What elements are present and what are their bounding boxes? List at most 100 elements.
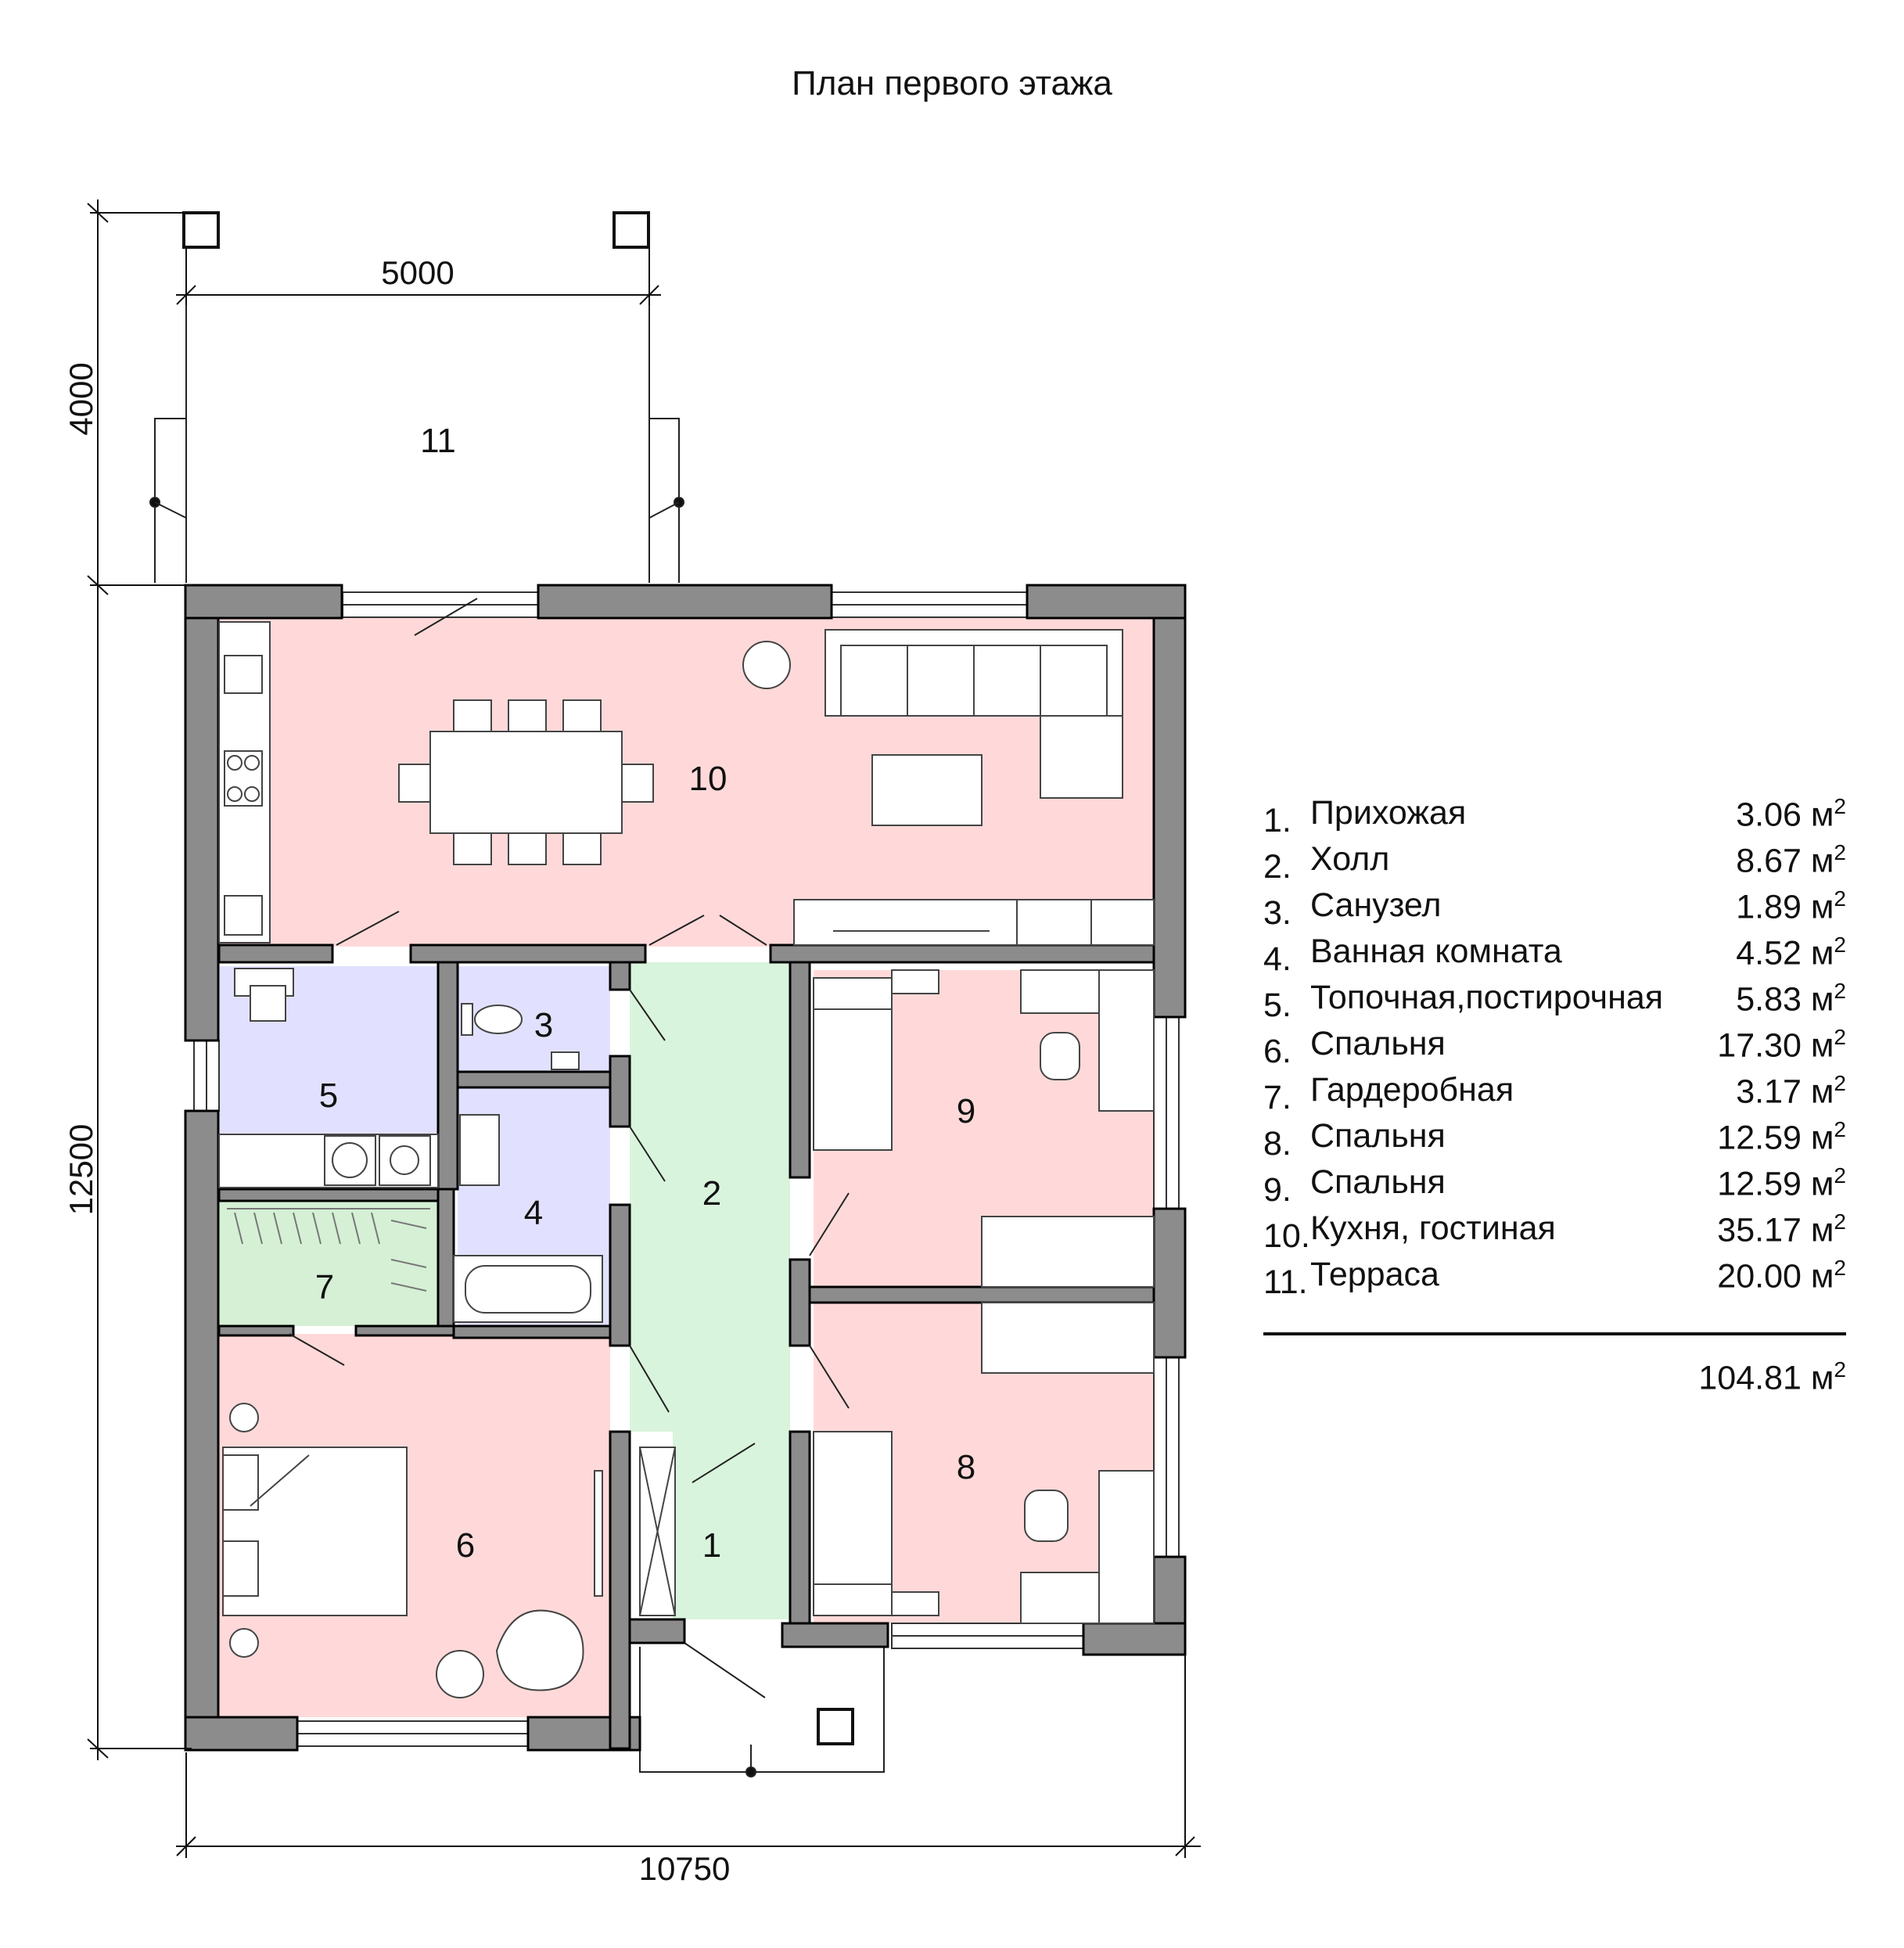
walls <box>184 584 1187 1752</box>
wall-svc-v2 <box>436 1188 455 1332</box>
legend-area: 35.17 м2 <box>1717 1209 1846 1249</box>
wall-wardrobe-r <box>354 1324 455 1337</box>
porch-post <box>817 1708 854 1745</box>
legend-name: Гардеробная <box>1310 1071 1514 1109</box>
wall-entry-stub-right <box>781 1622 889 1648</box>
terrace <box>149 211 684 583</box>
legend-area: 3.17 м2 <box>1736 1071 1846 1111</box>
wall-kitchen-left <box>217 943 334 964</box>
legend-num: 3. <box>1263 894 1291 932</box>
legend-name: Кухня, гостиная <box>1310 1209 1556 1247</box>
legend-name: Спальня <box>1310 1117 1446 1155</box>
room-1-fill <box>673 1432 790 1619</box>
legend-row: 2. Холл 8.67 м2 <box>1263 840 1846 886</box>
legend-area: 12.59 м2 <box>1717 1163 1846 1203</box>
legend-row: 5. Топочная,постирочная 5.83 м2 <box>1263 979 1846 1025</box>
wall-wardrobe-l <box>217 1324 295 1337</box>
legend-divider <box>1263 1332 1846 1335</box>
legend-area: 3.06 м2 <box>1736 794 1846 834</box>
room-label-2: 2 <box>702 1174 721 1213</box>
wall-left-lower <box>184 1109 220 1750</box>
legend-area: 1.89 м2 <box>1736 886 1846 926</box>
legend-name: Топочная,постирочная <box>1310 979 1664 1016</box>
wall-hall-right-2 <box>789 1258 811 1347</box>
legend-area: 5.83 м2 <box>1736 979 1846 1019</box>
legend-num: 5. <box>1263 987 1291 1024</box>
legend-row: 1. Прихожая 3.06 м2 <box>1263 794 1846 840</box>
dimension-lines <box>87 199 1201 1858</box>
legend-row: 11.Терраса 20.00 м2 <box>1263 1256 1846 1302</box>
wall-kitchen-mid <box>409 943 647 964</box>
wall-svc-h3 <box>452 1324 612 1339</box>
legend-area: 20.00 м2 <box>1717 1256 1846 1296</box>
dim-terrace-depth: 4000 <box>63 362 99 435</box>
wall-kitchen-right <box>769 943 1155 964</box>
room-label-10: 10 <box>689 760 727 798</box>
room-legend: 1. Прихожая 3.06 м2 2. Холл 8.67 м2 3. Санузе… <box>1263 794 1846 1302</box>
legend-row: 9. Спальня 12.59 м2 <box>1263 1163 1846 1209</box>
wall-top-left <box>184 584 343 620</box>
wall-bottom-left <box>184 1716 299 1752</box>
windows <box>193 591 1180 1747</box>
room-label-1: 1 <box>702 1526 721 1565</box>
legend-num: 7. <box>1263 1079 1291 1116</box>
entrance-porch <box>639 1642 885 1777</box>
legend-name: Терраса <box>1310 1256 1439 1293</box>
room-label-6: 6 <box>456 1526 475 1565</box>
wall-left-upper <box>184 616 220 1042</box>
legend-name: Спальня <box>1310 1163 1446 1201</box>
wall-svc-v1 <box>436 961 459 1191</box>
terrace-post-right <box>613 211 650 249</box>
legend-num: 11. <box>1263 1263 1308 1301</box>
room-label-11: 11 <box>420 422 456 460</box>
legend-num: 9. <box>1263 1171 1291 1209</box>
wall-right-upper <box>1152 616 1187 1019</box>
room-label-9: 9 <box>957 1092 975 1130</box>
legend-num: 8. <box>1263 1125 1291 1163</box>
dim-terrace-width: 5000 <box>381 254 454 291</box>
legend-row: 4. Ванная комната 4.52 м2 <box>1263 933 1846 979</box>
room-label-3: 3 <box>534 1006 553 1044</box>
legend-area: 8.67 м2 <box>1736 840 1846 880</box>
legend-name: Санузел <box>1310 886 1442 924</box>
wall-top-right <box>1026 584 1187 620</box>
terrace-post-left <box>182 211 220 249</box>
legend-num: 6. <box>1263 1033 1291 1070</box>
legend-row: 3. Санузел 1.89 м2 <box>1263 886 1846 933</box>
dim-house-width: 10750 <box>639 1850 731 1887</box>
room-2-fill <box>630 962 790 1432</box>
legend-row: 7. Гардеробная 3.17 м2 <box>1263 1071 1846 1117</box>
room-label-4: 4 <box>524 1194 543 1232</box>
service-furniture <box>218 968 603 1323</box>
wall-entry-stub-left <box>628 1618 686 1644</box>
dining-table <box>429 731 623 834</box>
room-numbers: 1 2 3 4 5 6 7 8 9 10 11 <box>315 422 975 1565</box>
wall-svc-h2 <box>217 1188 440 1202</box>
legend-num: 4. <box>1263 940 1291 978</box>
coffee-table <box>871 754 983 826</box>
legend-area: 12.59 м2 <box>1717 1117 1846 1157</box>
wall-top-mid <box>537 584 833 620</box>
legend-num: 1. <box>1263 802 1291 839</box>
legend-name: Ванная комната <box>1310 933 1562 970</box>
wall-bottom-right <box>1082 1622 1187 1656</box>
total-area: 104.81 м2 <box>1698 1357 1846 1397</box>
room-label-8: 8 <box>957 1448 975 1486</box>
legend-name: Прихожая <box>1310 794 1467 832</box>
wall-hall-left-3 <box>609 1203 631 1347</box>
wall-hall-right-1 <box>789 961 811 1179</box>
legend-area: 4.52 м2 <box>1736 933 1846 972</box>
legend-name: Холл <box>1310 840 1390 878</box>
room-7-fill <box>219 1201 438 1326</box>
room-label-5: 5 <box>319 1076 338 1115</box>
dim-house-depth: 12500 <box>63 1124 99 1216</box>
wall-right-mid <box>1152 1207 1187 1359</box>
kitchen-furniture <box>218 598 1155 946</box>
bedroom-furniture <box>222 969 1155 1698</box>
wall-hall-left-1 <box>609 961 631 991</box>
legend-num: 2. <box>1263 848 1291 886</box>
legend-area: 17.30 м2 <box>1717 1025 1846 1065</box>
